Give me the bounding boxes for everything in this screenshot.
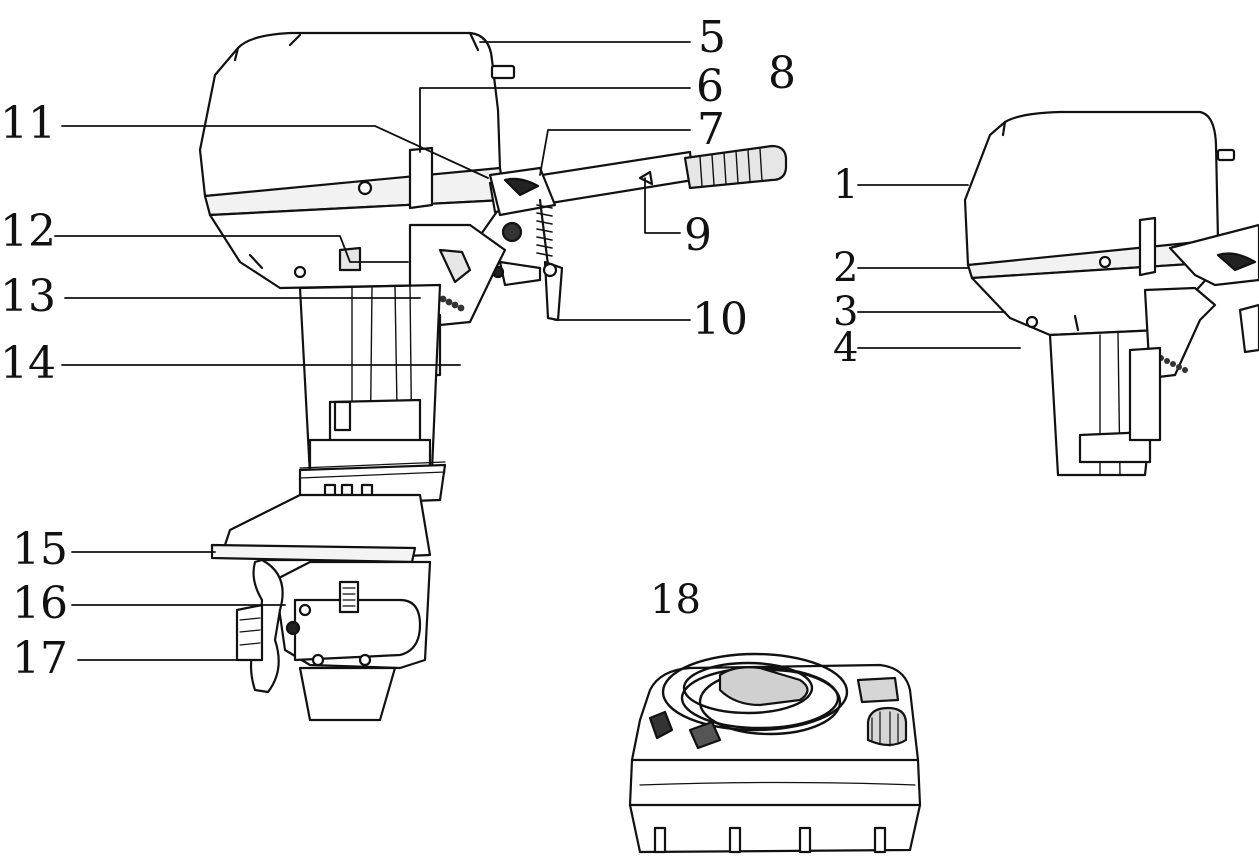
callout-3: 3 (833, 289, 859, 335)
callout-7: 7 (697, 104, 725, 155)
secondary-outboard-view (963, 110, 1259, 477)
callout-17: 17 (12, 633, 68, 684)
skeg (298, 666, 397, 722)
callout-10: 10 (692, 294, 748, 345)
callout-15: 15 (12, 524, 68, 575)
callout-11: 11 (0, 98, 56, 149)
callout-9: 9 (684, 210, 712, 261)
main-outboard-motor (198, 31, 788, 722)
callout-12: 12 (0, 206, 56, 257)
callout-13: 13 (0, 271, 56, 322)
callout-2: 2 (833, 245, 859, 291)
callout-4: 4 (833, 325, 859, 371)
callout-8: 8 (768, 48, 796, 99)
callout-16: 16 (12, 578, 68, 629)
primer-bulb (718, 666, 809, 707)
cavitation-plate (210, 543, 417, 564)
fuel-cap (866, 706, 908, 747)
callout-14: 14 (0, 338, 56, 389)
fuel-tank (628, 652, 922, 854)
callout-18: 18 (650, 577, 701, 623)
callout-6: 6 (696, 61, 724, 112)
leader-lines (54, 41, 1021, 661)
callout-5: 5 (698, 12, 726, 63)
callout-1: 1 (833, 162, 859, 208)
